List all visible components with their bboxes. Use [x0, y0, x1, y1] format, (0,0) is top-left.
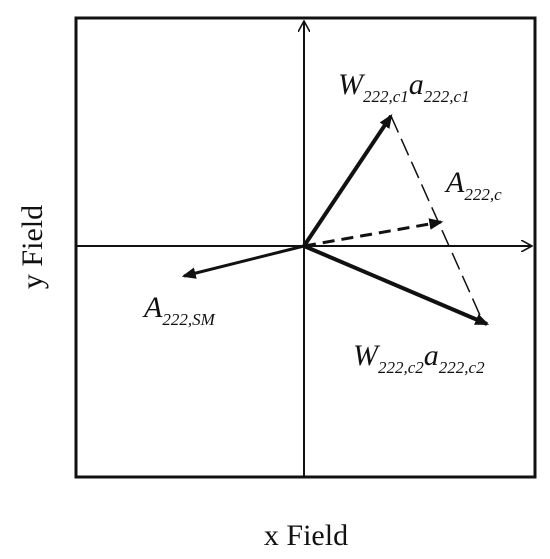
y-axis-title: y Field [16, 205, 49, 289]
vector-sm-arrow [181, 244, 305, 279]
vector-c1-label: W222,c1a222,c1 [338, 68, 470, 106]
vector-resultant-arrow [303, 218, 444, 248]
vector-sm-label: A222,SM [142, 291, 216, 329]
c1-c2-connector [390, 115, 484, 323]
vector-c2-arrow [303, 244, 490, 326]
vector-c1-arrow [302, 114, 393, 248]
vector-c2-label: W222,c2a222,c2 [353, 339, 485, 377]
x-axis-title: x Field [264, 519, 348, 552]
plot-frame [74, 16, 537, 479]
vector-resultant-label: A222,c [444, 166, 502, 204]
